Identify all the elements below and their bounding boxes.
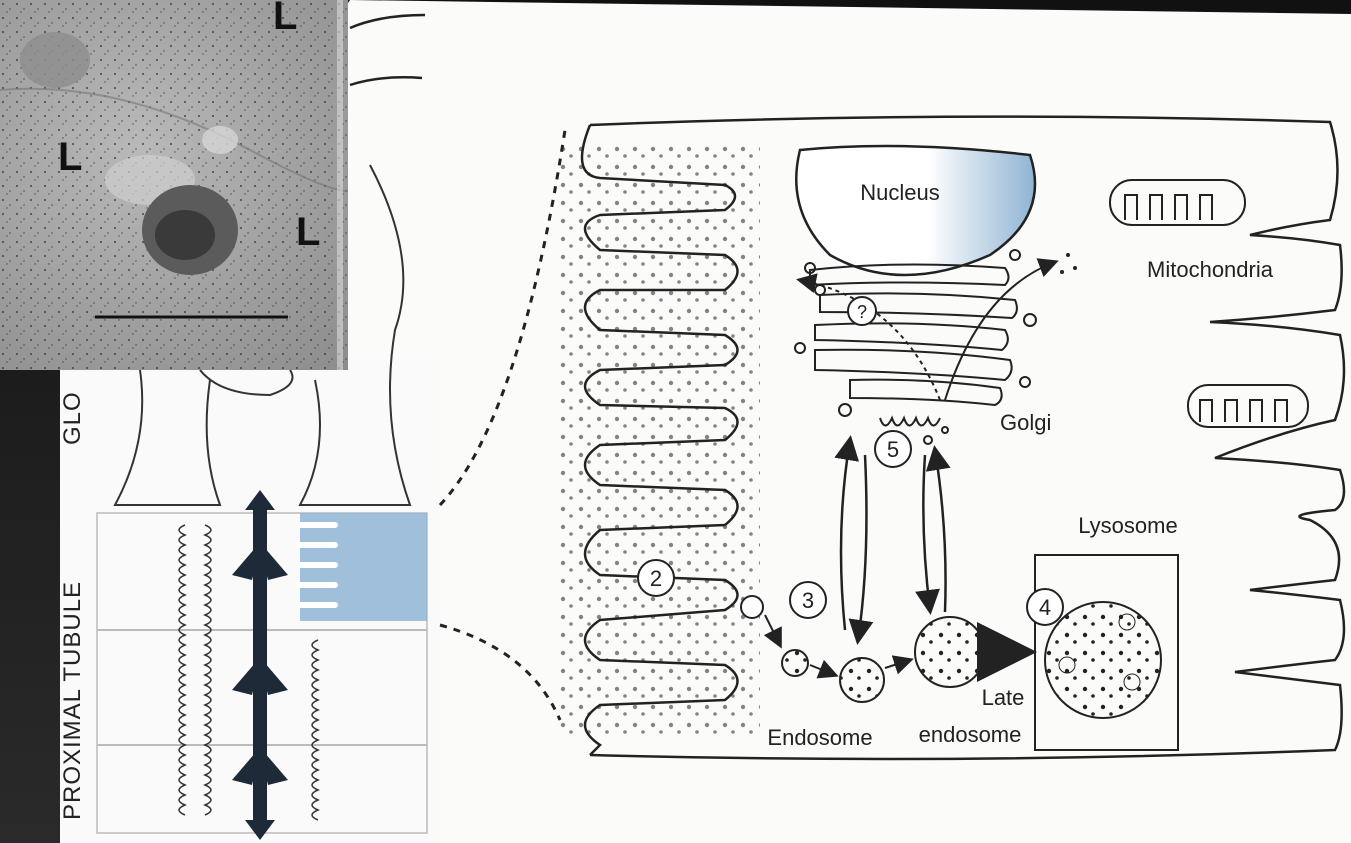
tubule-paper [60, 360, 440, 843]
electron-micrograph: L L L [0, 0, 348, 370]
micrograph-texture [0, 0, 348, 370]
diagram-paper [330, 0, 1351, 843]
micrograph-label-L: L [58, 135, 82, 180]
micrograph-label-L: L [273, 0, 297, 39]
micrograph-label-L: L [296, 210, 320, 255]
